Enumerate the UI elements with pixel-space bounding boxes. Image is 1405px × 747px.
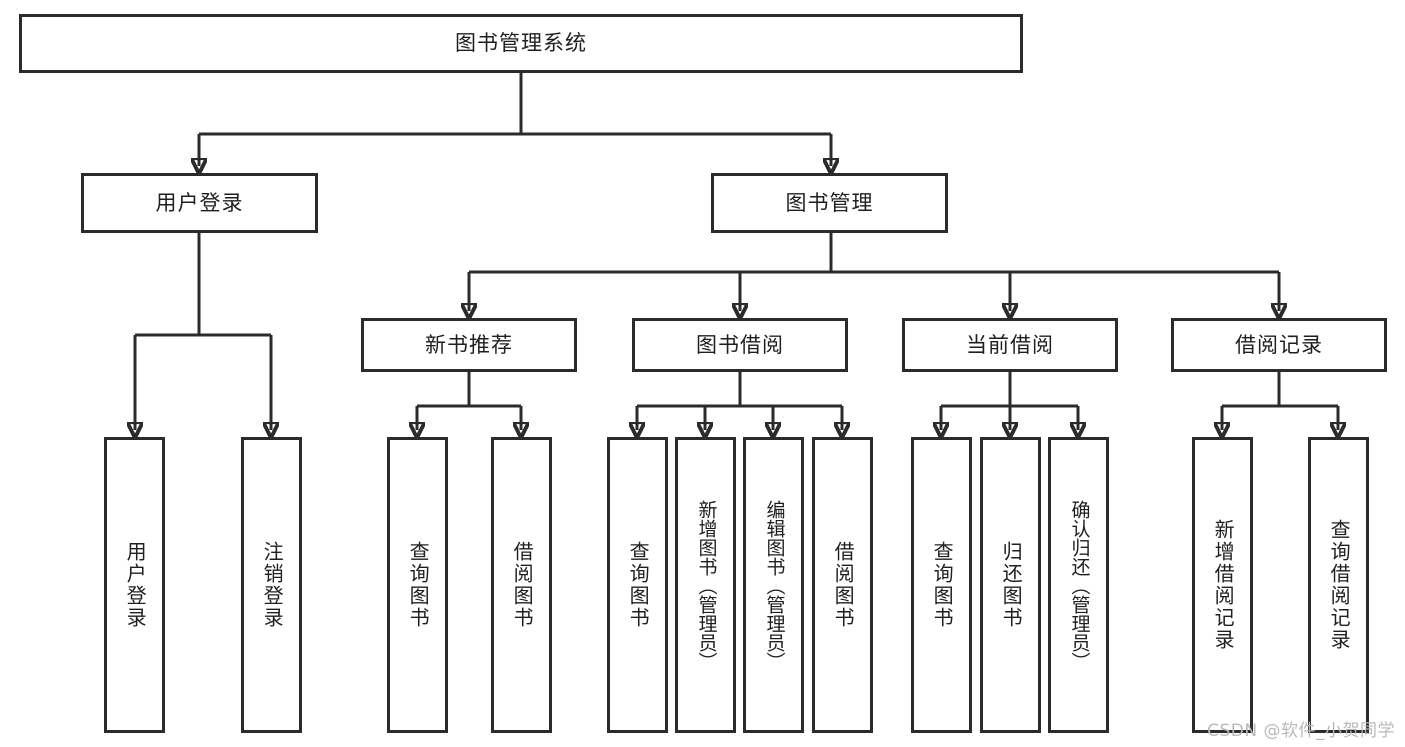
- leaf-query-book-2[interactable]: 查询图书: [607, 437, 668, 733]
- leaf-confirm-return[interactable]: 确认归还（管理员）: [1048, 437, 1109, 733]
- node-borrow-record[interactable]: 借阅记录: [1171, 318, 1387, 372]
- leaf-borrow-book-1-label: 借阅图书: [510, 541, 535, 629]
- leaf-add-book[interactable]: 新增图书（管理员）: [675, 437, 736, 733]
- leaf-add-record[interactable]: 新增借阅记录: [1192, 437, 1253, 733]
- leaf-query-record-label: 查询借阅记录: [1327, 519, 1352, 651]
- leaf-query-book-1[interactable]: 查询图书: [387, 437, 448, 733]
- leaf-query-book-2-label: 查询图书: [626, 541, 651, 629]
- leaf-query-book-1-label: 查询图书: [406, 541, 431, 629]
- node-user-login[interactable]: 用户登录: [81, 173, 318, 233]
- leaf-borrow-book-2-label: 借阅图书: [831, 541, 856, 629]
- node-book-borrow-label: 图书借阅: [696, 332, 784, 357]
- leaf-user-logout-label: 注销登录: [260, 541, 285, 629]
- leaf-user-logout[interactable]: 注销登录: [241, 437, 302, 733]
- leaf-user-login[interactable]: 用户登录: [104, 437, 165, 733]
- node-new-book-recommend[interactable]: 新书推荐: [361, 318, 577, 372]
- leaf-return-book[interactable]: 归还图书: [980, 437, 1041, 733]
- leaf-edit-book-label: 编辑图书（管理员）: [763, 499, 786, 671]
- leaf-user-login-label: 用户登录: [123, 541, 148, 629]
- node-user-login-label: 用户登录: [155, 190, 244, 215]
- node-book-borrow[interactable]: 图书借阅: [632, 318, 848, 372]
- leaf-query-book-3-label: 查询图书: [930, 541, 955, 629]
- node-new-book-recommend-label: 新书推荐: [425, 332, 513, 357]
- leaf-borrow-book-1[interactable]: 借阅图书: [491, 437, 552, 733]
- leaf-query-book-3[interactable]: 查询图书: [911, 437, 972, 733]
- node-book-manage-label: 图书管理: [785, 190, 874, 215]
- leaf-add-record-label: 新增借阅记录: [1211, 519, 1236, 651]
- leaf-borrow-book-2[interactable]: 借阅图书: [812, 437, 873, 733]
- csdn-watermark: CSDN @软件_小贺同学: [1207, 721, 1395, 741]
- node-book-manage[interactable]: 图书管理: [711, 173, 948, 233]
- node-current-borrow-label: 当前借阅: [966, 332, 1054, 357]
- node-borrow-record-label: 借阅记录: [1235, 332, 1323, 357]
- leaf-query-record[interactable]: 查询借阅记录: [1308, 437, 1369, 733]
- node-root[interactable]: 图书管理系统: [19, 14, 1023, 73]
- leaf-add-book-label: 新增图书（管理员）: [695, 499, 718, 671]
- leaf-return-book-label: 归还图书: [999, 541, 1024, 629]
- leaf-edit-book[interactable]: 编辑图书（管理员）: [743, 437, 804, 733]
- leaf-confirm-return-label: 确认归还（管理员）: [1068, 499, 1091, 671]
- node-current-borrow[interactable]: 当前借阅: [902, 318, 1118, 372]
- node-root-label: 图书管理系统: [455, 31, 587, 56]
